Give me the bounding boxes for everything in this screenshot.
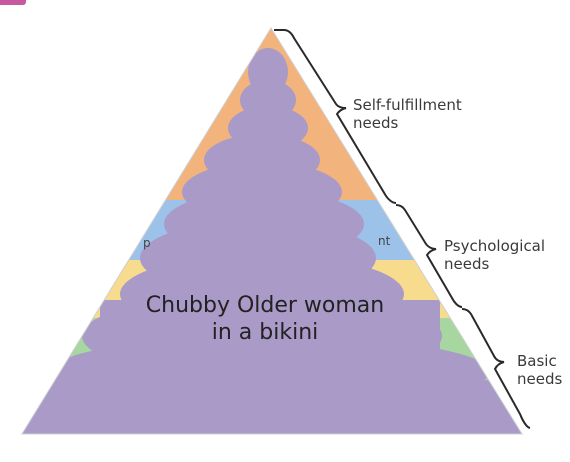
overlay-silhouette [50,48,490,434]
pyramid-outline [21,27,523,435]
svg-text:p: p [143,236,151,250]
brace-psychological [395,204,463,308]
brace-basic [461,308,531,429]
corner-tab [0,0,26,5]
svg-text:nt: nt [378,234,391,248]
label-psychological-needs: Psychological needs [444,237,546,273]
pyramid-bands: p nt [22,28,522,434]
label-self-fulfillment-needs: Self-fulfillment needs [353,96,462,132]
brace-self-fulfillment [274,29,397,204]
overlay-caption: Chubby Older woman in a bikini [145,293,385,345]
label-basic-needs: Basic needs [517,352,563,388]
